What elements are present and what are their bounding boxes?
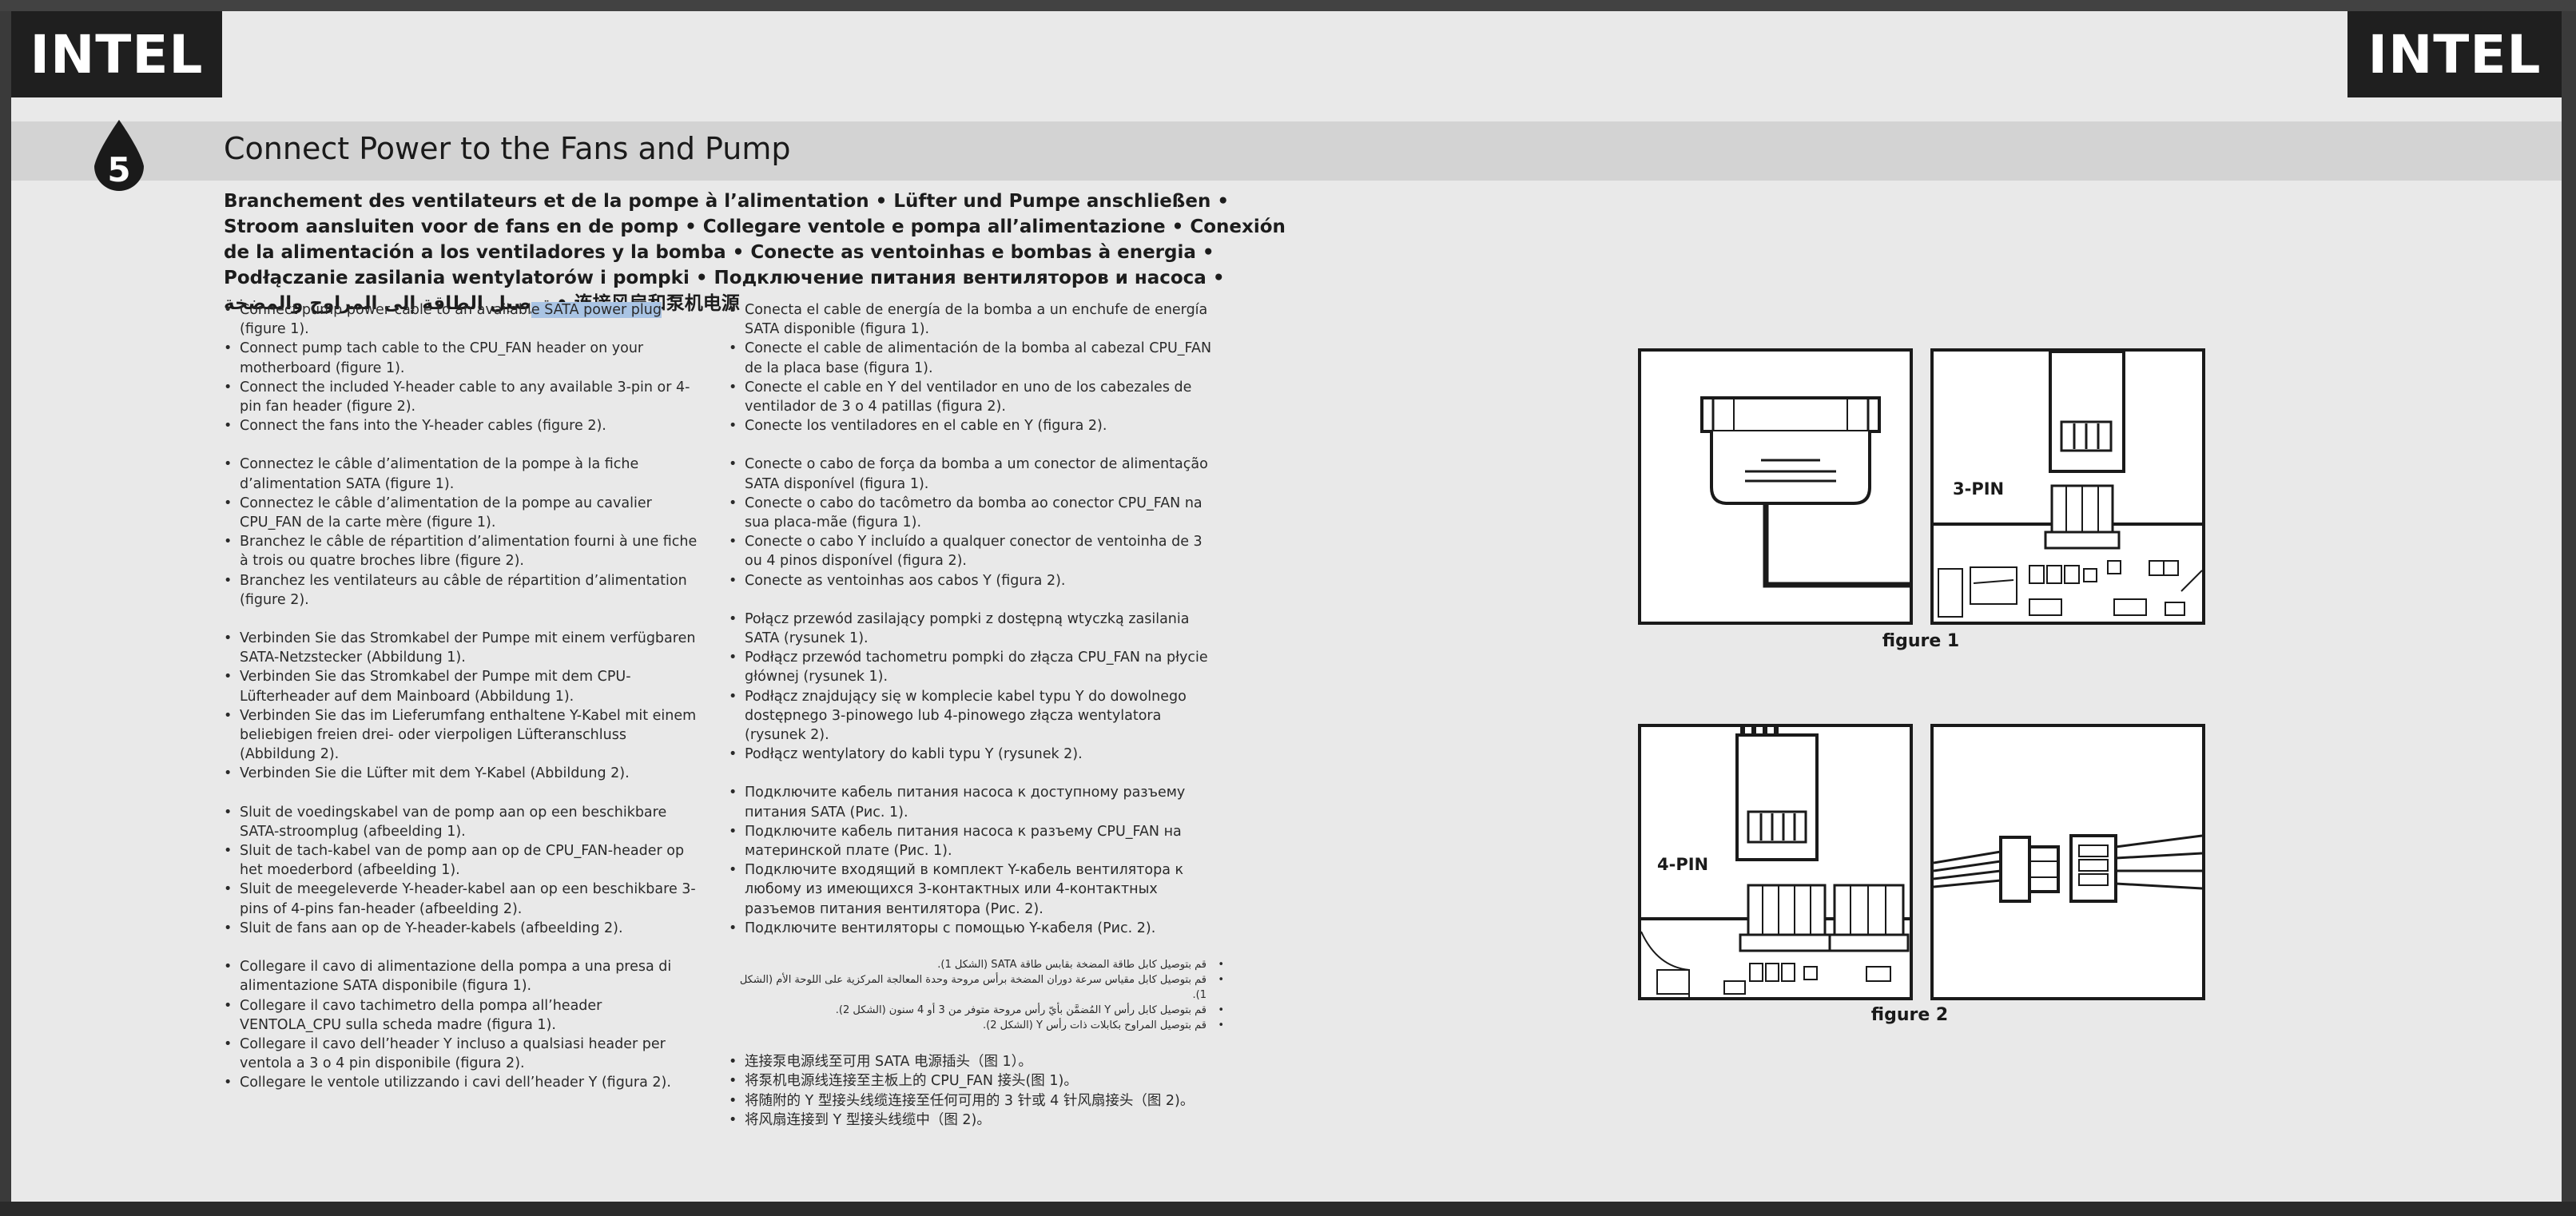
list-item: Sluit de fans aan op de Y-header-kabels … [224, 919, 703, 938]
list-item: قم بتوصيل كابل رأس Y المُضمَّن بأيّ رأس … [729, 1003, 1224, 1018]
step-drop-icon [91, 118, 147, 198]
translated-titles: Branchement des ventilateurs et de la po… [224, 191, 1286, 314]
russian-instructions: Подключите кабель питания насоса к досту… [729, 783, 1224, 938]
page-title: Connect Power to the Fans and Pump [224, 131, 791, 166]
list-item: Sluit de voedingskabel van de pomp aan o… [224, 803, 703, 841]
list-item: Connect the fans into the Y-header cable… [224, 416, 703, 435]
logo-text-left: INTEL [30, 23, 204, 85]
list-item: 将风扇连接到 Y 型接头线缆中（图 2)。 [729, 1111, 1224, 1130]
list-item: Branchez le câble de répartition d’alime… [224, 532, 703, 570]
instructions-column-right: Conecta el cable de energía de la bomba … [729, 300, 1224, 1149]
list-item: Подключите входящий в комплект Y-кабель … [729, 860, 1224, 919]
figure2-4pin-panel: 4-PIN [1638, 724, 1913, 1000]
list-item: Conecta el cable de energía de la bomba … [729, 300, 1224, 339]
list-item: Collegare il cavo dell’header Y incluso … [224, 1035, 703, 1073]
list-item: Connect the included Y-header cable to a… [224, 378, 703, 416]
list-item: Collegare il cavo di alimentazione della… [224, 957, 703, 995]
sata-plug-illustration [1700, 396, 1910, 588]
list-item: Sluit de meegeleverde Y-header-kabel aan… [224, 880, 703, 918]
list-item: 将随附的 Y 型接头线缆连接至任何可用的 3 针或 4 针风扇接头（图 2)。 [729, 1091, 1224, 1111]
spanish-instructions: Conecta el cable de energía de la bomba … [729, 300, 1224, 436]
list-item: Podłącz przewód tachometru pompki do złą… [729, 648, 1224, 686]
list-item: Conecte o cabo do tacômetro da bomba ao … [729, 494, 1224, 532]
window-frame-bottom [0, 1202, 2576, 1216]
list-item: Подключите вентиляторы с помощью Y-кабел… [729, 919, 1224, 938]
instructions-column-left: Connect pump power cable to an available… [224, 300, 703, 1112]
intel-logo-right: INTEL [2347, 11, 2562, 97]
list-item: Connectez le câble d’alimentation de la … [224, 494, 703, 532]
list-item: Collegare il cavo tachimetro della pompa… [224, 996, 703, 1035]
list-item: قم بتوصيل كابل طاقة المضخة بقابس طاقة SA… [729, 957, 1224, 972]
3pin-label: 3-PIN [1953, 479, 2005, 499]
y-cable-illustration [1934, 834, 2202, 903]
list-item: Conecte el cable en Y del ventilador en … [729, 378, 1224, 416]
list-item: Verbinden Sie das Stromkabel der Pumpe m… [224, 667, 703, 705]
list-item: Podłącz znajdujący się w komplecie kabel… [729, 687, 1224, 745]
french-instructions: Connectez le câble d’alimentation de la … [224, 455, 703, 610]
4pin-label: 4-PIN [1657, 855, 1709, 874]
step-number: 5 [107, 149, 131, 189]
figure1-sata-plug-panel [1638, 348, 1913, 625]
list-item: Verbinden Sie das im Lieferumfang enthal… [224, 706, 703, 765]
list-item: Collegare le ventole utilizzando i cavi … [224, 1073, 703, 1092]
list-item: Conecte el cable de alimentación de la b… [729, 339, 1224, 377]
polish-instructions: Połącz przewód zasilający pompki z dostę… [729, 610, 1224, 765]
intel-logo-left: INTEL [11, 11, 222, 97]
dutch-instructions: Sluit de voedingskabel van de pomp aan o… [224, 803, 703, 939]
window-frame-top [0, 0, 2576, 11]
list-item: 将泵机电源线连接至主板上的 CPU_FAN 接头(图 1)。 [729, 1071, 1224, 1091]
list-item: Connectez le câble d’alimentation de la … [224, 455, 703, 493]
3pin-header-illustration [1934, 352, 2202, 618]
german-instructions: Verbinden Sie das Stromkabel der Pumpe m… [224, 629, 703, 784]
list-item: 连接泵电源线至可用 SATA 电源插头（图 1）。 [729, 1052, 1224, 1071]
title-band [11, 121, 2562, 181]
list-item: Podłącz wentylatory do kabli typu Y (rys… [729, 745, 1224, 764]
figure1-3pin-panel: 3-PIN [1930, 348, 2205, 625]
list-item: Połącz przewód zasilający pompki z dostę… [729, 610, 1224, 648]
list-item: Conecte o cabo de força da bomba a um co… [729, 455, 1224, 493]
list-item: Connect pump power cable to an available… [224, 300, 703, 339]
manual-page: INTEL INTEL 5 Connect Power to the Fans … [11, 11, 2562, 1202]
list-item: Verbinden Sie das Stromkabel der Pumpe m… [224, 629, 703, 667]
list-item: Verbinden Sie die Lüfter mit dem Y-Kabel… [224, 764, 703, 783]
arabic-instructions: قم بتوصيل كابل طاقة المضخة بقابس طاقة SA… [729, 957, 1224, 1033]
list-item: قم بتوصيل المراوح بكابلات ذات رأس Y (الش… [729, 1018, 1224, 1033]
figure2-y-cable-panel [1930, 724, 2205, 1000]
figure2-caption: figure 2 [1870, 1005, 1949, 1025]
english-instructions: Connect pump power cable to an available… [224, 300, 703, 436]
item-text: Connect pump power cable to an availabl [240, 302, 531, 318]
figure1-caption: figure 1 [1882, 631, 1960, 651]
item-text: (figure 1). [240, 321, 309, 338]
portuguese-instructions: Conecte o cabo de força da bomba a um co… [729, 455, 1224, 590]
4pin-header-illustration [1641, 727, 1910, 997]
list-item: Подключите кабель питания насоса к досту… [729, 783, 1224, 821]
italian-instructions: Collegare il cavo di alimentazione della… [224, 957, 703, 1093]
list-item: قم بتوصيل كابل مقياس سرعة دوران المضخة ب… [729, 972, 1224, 1003]
list-item: Connect pump tach cable to the CPU_FAN h… [224, 339, 703, 377]
list-item: Подключите кабель питания насоса к разъе… [729, 822, 1224, 860]
text-selection[interactable]: e SATA power plug [531, 302, 662, 318]
list-item: Conecte as ventoinhas aos cabos Y (figur… [729, 571, 1224, 590]
list-item: Sluit de tach-kabel van de pomp aan op d… [224, 841, 703, 880]
list-item: Branchez les ventilateurs au câble de ré… [224, 571, 703, 610]
list-item: Conecte los ventiladores en el cable en … [729, 416, 1224, 435]
chinese-instructions: 连接泵电源线至可用 SATA 电源插头（图 1）。 将泵机电源线连接至主板上的 … [729, 1052, 1224, 1130]
list-item: Conecte o cabo Y incluído a qualquer con… [729, 532, 1224, 570]
logo-text-right: INTEL [2367, 23, 2542, 85]
